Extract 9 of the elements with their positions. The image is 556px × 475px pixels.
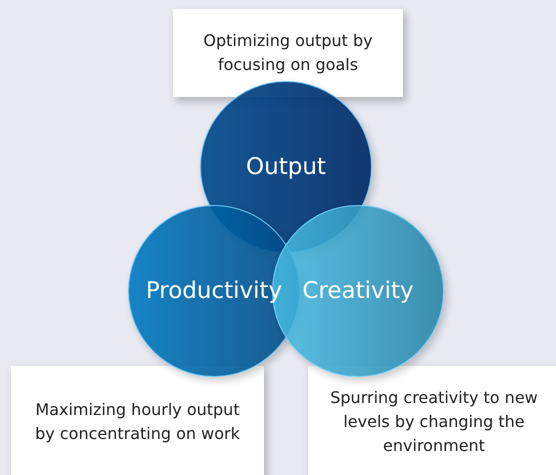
description-card (173, 9, 403, 97)
circle-label: Output (246, 154, 326, 180)
circle-label: Productivity (146, 278, 282, 304)
description-text: Maximizing hourly output by concentrating on work (34, 399, 241, 445)
description-card (11, 366, 264, 475)
description-text: Optimizing output by focusing on goals (202, 30, 374, 76)
description-card (308, 366, 556, 475)
circle-label: Creativity (302, 278, 414, 304)
description-text: Spurring creativity to new levels by changing the environment (329, 387, 539, 457)
